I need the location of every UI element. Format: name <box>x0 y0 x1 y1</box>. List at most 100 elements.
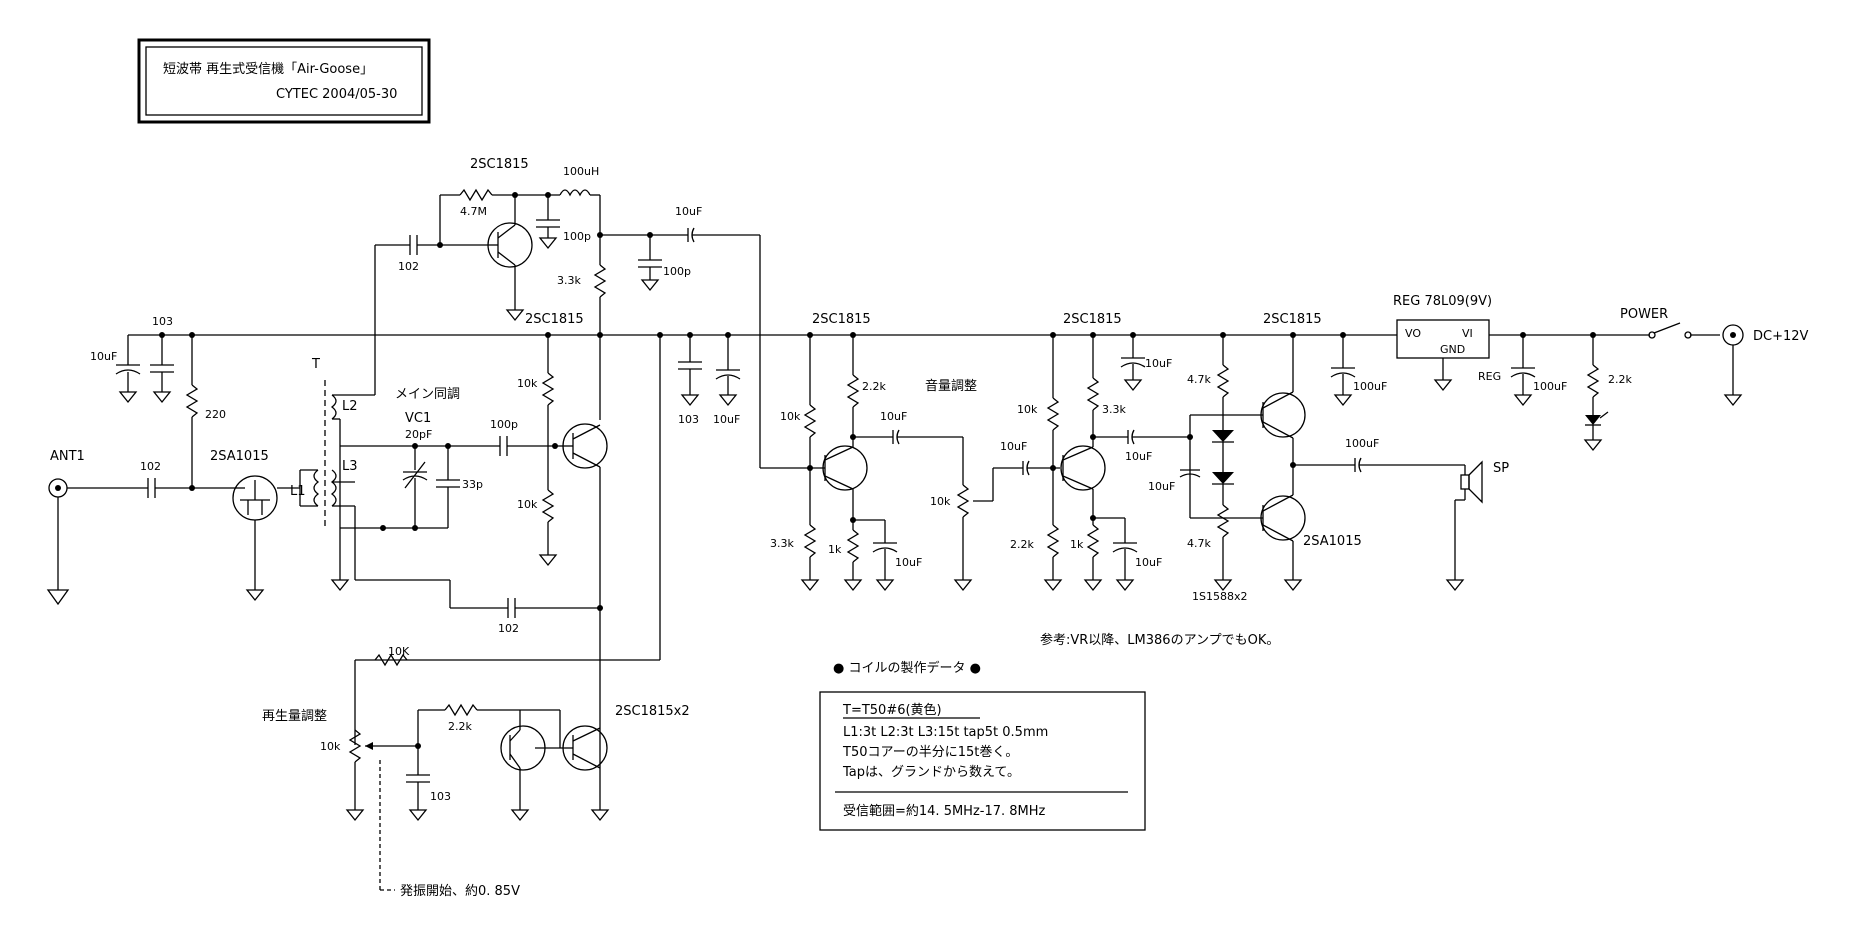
svg-text:2.2k: 2.2k <box>1608 373 1632 386</box>
svg-text:2SC1815: 2SC1815 <box>525 312 584 327</box>
svg-text:L1: L1 <box>290 484 306 499</box>
coil-heading: ● コイルの製作データ ● <box>833 660 981 676</box>
top-transistor: 2SC1815 102 4.7M 100p 100uH <box>375 157 820 469</box>
svg-text:2SC1815: 2SC1815 <box>1063 312 1122 327</box>
svg-text:10k: 10k <box>517 377 538 390</box>
reference-note: 参考:VR以降、LM386のアンプでもOK。 <box>1040 632 1279 648</box>
svg-text:10uF: 10uF <box>1148 480 1175 493</box>
title-box: 短波帯 再生式受信機「Air-Goose」 CYTEC 2004/05-30 <box>137 38 431 124</box>
svg-text:220: 220 <box>205 408 226 421</box>
svg-text:10uF: 10uF <box>713 413 740 426</box>
svg-text:発振開始、約0. 85V: 発振開始、約0. 85V <box>400 884 520 899</box>
svg-text:10k: 10k <box>1017 403 1038 416</box>
svg-text:10uF: 10uF <box>1125 450 1152 463</box>
af-stage-1: 2SC1815 10k 3.3k 2.2k 1k 10uF <box>770 312 1060 592</box>
svg-text:2.2k: 2.2k <box>1010 538 1034 551</box>
svg-text:2SC1815: 2SC1815 <box>1263 312 1322 327</box>
svg-text:102: 102 <box>140 460 161 473</box>
svg-text:10uF: 10uF <box>675 205 702 218</box>
svg-text:33p: 33p <box>462 478 483 491</box>
svg-text:2SA1015: 2SA1015 <box>1303 534 1362 549</box>
ground-icon <box>46 589 70 606</box>
svg-text:10uF: 10uF <box>895 556 922 569</box>
svg-text:10uF: 10uF <box>90 350 117 363</box>
power-input: POWER DC+12V <box>1620 307 1809 407</box>
svg-text:103: 103 <box>430 790 451 803</box>
svg-text:100uH: 100uH <box>563 165 599 178</box>
svg-text:Tapは、グランドから数えて。: Tapは、グランドから数えて。 <box>842 765 1020 780</box>
input-transistor: 2SA1015 <box>210 449 300 602</box>
coil-data-box <box>819 691 1146 831</box>
svg-text:102: 102 <box>398 260 419 273</box>
svg-text:T: T <box>311 357 320 372</box>
svg-text:103: 103 <box>152 315 173 328</box>
ant-label: ANT1 <box>50 449 85 464</box>
svg-text:100uF: 100uF <box>1533 380 1567 393</box>
svg-text:100p: 100p <box>563 230 591 243</box>
svg-text:REG 78L09(9V): REG 78L09(9V) <box>1393 294 1492 309</box>
notes: 参考:VR以降、LM386のアンプでもOK。 ● コイルの製作データ ● T=T… <box>819 632 1279 831</box>
svg-text:4.7k: 4.7k <box>1187 537 1211 550</box>
svg-text:L1:3t L2:3t L3:15t tap5t 0.5: L1:3t L2:3t L3:15t tap5t 0.5mm <box>843 725 1048 740</box>
tuning-section: メイン同調 VC1 20pF 33p 100p <box>340 387 560 531</box>
svg-text:2.2k: 2.2k <box>862 380 886 393</box>
svg-text:2SC1815x2: 2SC1815x2 <box>615 704 690 719</box>
svg-text:1k: 1k <box>1070 538 1084 551</box>
svg-text:10uF: 10uF <box>1000 440 1027 453</box>
svg-text:10uF: 10uF <box>1145 357 1172 370</box>
svg-text:GND: GND <box>1440 343 1465 356</box>
svg-text:2SC1815: 2SC1815 <box>470 157 529 172</box>
svg-text:10k: 10k <box>930 495 951 508</box>
svg-text:100uF: 100uF <box>1353 380 1387 393</box>
svg-text:T50コアーの半分に15t巻く。: T50コアーの半分に15t巻く。 <box>842 745 1018 760</box>
ground-icon <box>505 309 525 322</box>
svg-text:100uF: 100uF <box>1345 437 1379 450</box>
regulator: REG 78L09(9V) VO VI GND REG 100uF 2.2k <box>1393 294 1632 452</box>
svg-text:10k: 10k <box>320 740 341 753</box>
svg-text:2SC1815: 2SC1815 <box>812 312 871 327</box>
svg-text:20pF: 20pF <box>405 428 432 441</box>
svg-text:10K: 10K <box>388 645 410 658</box>
svg-text:3.3k: 3.3k <box>557 274 581 287</box>
svg-text:3.3k: 3.3k <box>770 537 794 550</box>
svg-text:メイン同調: メイン同調 <box>395 387 460 402</box>
svg-text:DC+12V: DC+12V <box>1753 329 1809 344</box>
led-icon <box>1585 415 1601 425</box>
svg-text:4.7M: 4.7M <box>460 205 487 218</box>
svg-text:10k: 10k <box>780 410 801 423</box>
svg-text:102: 102 <box>498 622 519 635</box>
svg-text:2.2k: 2.2k <box>448 720 472 733</box>
coil-t: T L1 L2 L3 <box>290 245 451 608</box>
title-text: 短波帯 再生式受信機「Air-Goose」 <box>163 62 373 77</box>
ground-icon <box>245 589 265 602</box>
svg-text:T=T50#6(黄色): T=T50#6(黄色) <box>842 702 942 718</box>
svg-text:POWER: POWER <box>1620 307 1668 322</box>
svg-text:4.7k: 4.7k <box>1187 373 1211 386</box>
power-switch <box>1653 322 1681 334</box>
svg-text:REG: REG <box>1478 370 1501 383</box>
svg-text:受信範囲=約14. 5MHz-17. 8MHz: 受信範囲=約14. 5MHz-17. 8MHz <box>843 804 1046 819</box>
svg-text:L2: L2 <box>342 399 358 414</box>
svg-text:1S1588x2: 1S1588x2 <box>1192 590 1247 603</box>
svg-text:100p: 100p <box>663 265 691 278</box>
af-stage-2: 2SC1815 10k 2.2k 3.3k 1k 10uF <box>1010 312 1190 592</box>
svg-text:VC1: VC1 <box>405 411 431 426</box>
svg-text:103: 103 <box>678 413 699 426</box>
svg-text:10k: 10k <box>517 498 538 511</box>
regen-control: 10K 再生量調整 10k 103 2.2k 2SC1815x2 <box>262 645 690 899</box>
output-stage: 2SC1815 4.7k 4.7k 1S1588x2 10uF <box>1148 312 1509 603</box>
svg-text:VO: VO <box>1405 327 1421 340</box>
svg-text:L3: L3 <box>342 459 358 474</box>
svg-text:SP: SP <box>1493 461 1509 476</box>
antenna-section: ANT1 102 220 103 10uF <box>46 315 230 606</box>
svg-text:3.3k: 3.3k <box>1102 403 1126 416</box>
svg-text:音量調整: 音量調整 <box>925 378 977 394</box>
svg-text:2SA1015: 2SA1015 <box>210 449 269 464</box>
speaker-icon <box>1468 460 1483 504</box>
rail-caps: 103 10uF <box>657 332 741 660</box>
ground-icon <box>330 579 350 592</box>
svg-text:VI: VI <box>1462 327 1473 340</box>
svg-text:再生量調整: 再生量調整 <box>262 709 327 724</box>
svg-text:10uF: 10uF <box>880 410 907 423</box>
